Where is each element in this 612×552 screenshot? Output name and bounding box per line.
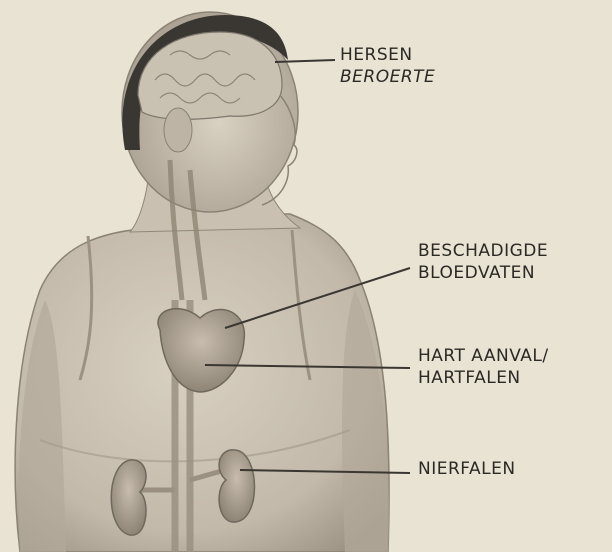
- vessels-label-line1: BESCHADIGDE: [418, 240, 548, 262]
- vessels-label: BESCHADIGDE BLOEDVATEN: [418, 240, 548, 284]
- kidney-label-line1: NIERFALEN: [418, 458, 516, 480]
- kidney-label: NIERFALEN: [418, 458, 516, 480]
- brain-label-line2: BEROERTE: [340, 66, 435, 88]
- heart-label-line2: HARTFALEN: [418, 367, 549, 389]
- brain-label: HERSEN BEROERTE: [340, 44, 435, 88]
- right-arm: [342, 290, 389, 552]
- heart-label-line1: HART AANVAL/: [418, 345, 549, 367]
- right-kidney: [219, 450, 254, 522]
- vessels-label-line2: BLOEDVATEN: [418, 262, 548, 284]
- ear: [164, 108, 192, 152]
- left-kidney: [111, 460, 146, 535]
- heart-label: HART AANVAL/ HARTFALEN: [418, 345, 549, 389]
- brain-label-line1: HERSEN: [340, 44, 435, 66]
